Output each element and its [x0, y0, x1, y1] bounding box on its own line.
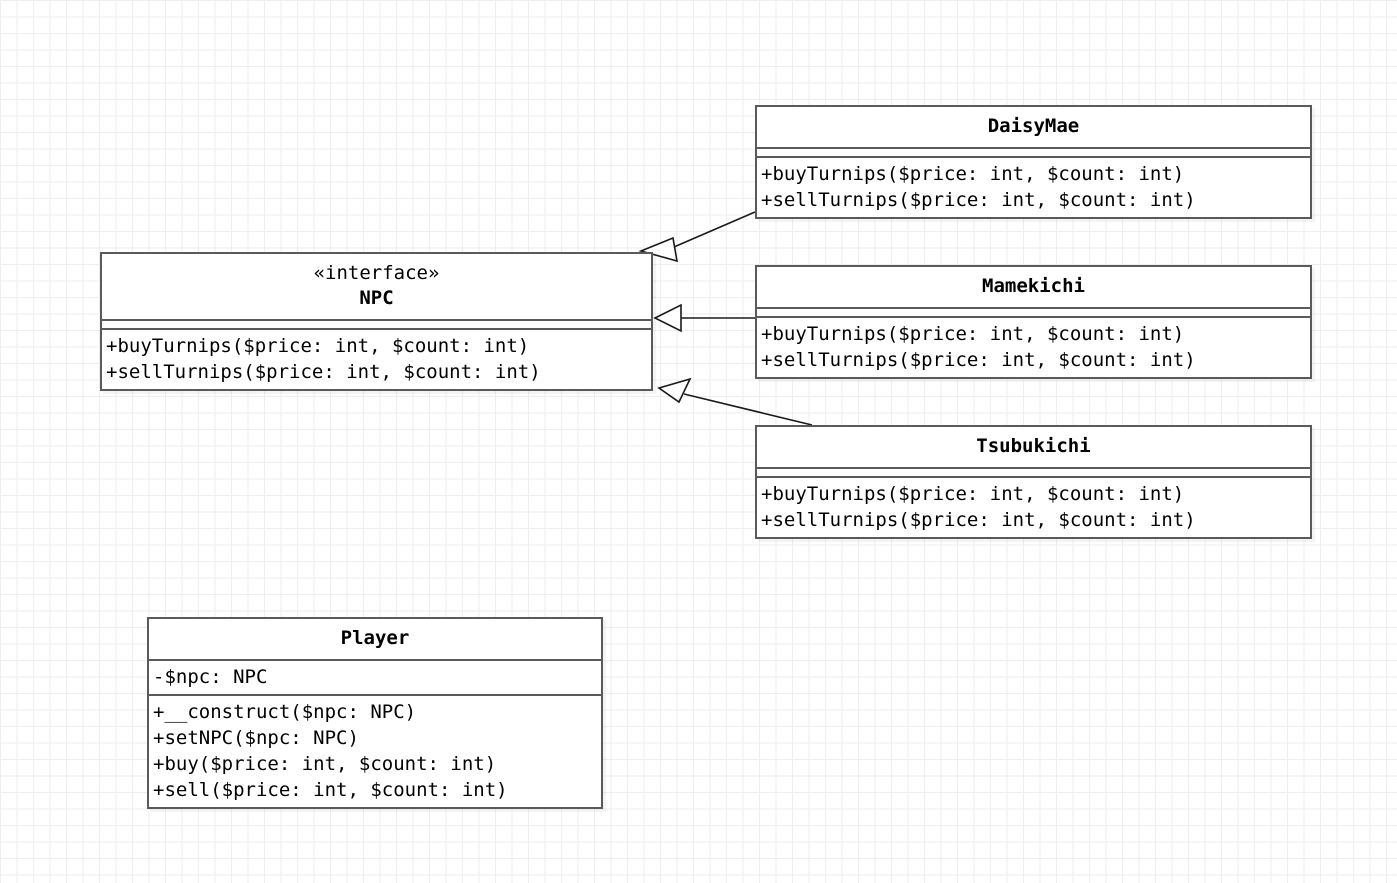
hollow-triangle-icon-mamekichi: [653, 303, 682, 333]
mamekichi-attributes-compartment: [757, 309, 1310, 316]
tsubukichi-divider-bottom: [757, 476, 1310, 478]
player-method-2: +buy($price: int, $count: int): [153, 753, 497, 775]
daisymae-divider-top: [757, 147, 1310, 149]
player-divider-top: [149, 659, 601, 661]
tsubukichi-method-0: +buyTurnips($price: int, $count: int): [761, 483, 1185, 505]
npc-class-name: NPC: [359, 287, 394, 309]
daisymae-methods-compartment: +buyTurnips($price: int, $count: int) +s…: [757, 158, 1310, 217]
mamekichi-divider-bottom: [757, 316, 1310, 318]
player-method-1: +setNPC($npc: NPC): [153, 727, 359, 749]
tsubukichi-divider-top: [757, 467, 1310, 469]
daisymae-divider-bottom: [757, 156, 1310, 158]
tsubukichi-class-name: Tsubukichi: [976, 435, 1091, 457]
realization-daisymae-to-npc: [638, 211, 756, 263]
tsubukichi-method-1: +sellTurnips($price: int, $count: int): [761, 509, 1196, 531]
player-method-3: +sell($price: int, $count: int): [153, 779, 508, 801]
player-methods-compartment: +__construct($npc: NPC) +setNPC($npc: NP…: [149, 696, 601, 807]
daisymae-method-0: +buyTurnips($price: int, $count: int): [761, 163, 1185, 185]
hollow-triangle-icon-tsubukichi: [657, 377, 692, 404]
player-attribute-0: -$npc: NPC: [153, 666, 268, 688]
player-divider-bottom: [149, 694, 601, 696]
daisymae-name-compartment: DaisyMae: [757, 107, 1310, 147]
player-method-0: +__construct($npc: NPC): [153, 701, 417, 723]
mamekichi-divider-top: [757, 307, 1310, 309]
npc-divider-top: [102, 319, 651, 321]
realization-tsubukichi-to-npc: [657, 377, 813, 426]
uml-class-npc[interactable]: «interface» NPC +buyTurnips($price: int,…: [100, 252, 653, 391]
npc-divider-bottom: [102, 328, 651, 330]
npc-stereotype: «interface»: [313, 262, 440, 284]
npc-name-compartment: «interface» NPC: [102, 254, 651, 319]
npc-methods-compartment: +buyTurnips($price: int, $count: int) +s…: [102, 330, 651, 389]
mamekichi-method-1: +sellTurnips($price: int, $count: int): [761, 349, 1196, 371]
realization-line-daisymae: [666, 211, 756, 251]
player-class-name: Player: [340, 627, 410, 649]
tsubukichi-attributes-compartment: [757, 469, 1310, 476]
tsubukichi-methods-compartment: +buyTurnips($price: int, $count: int) +s…: [757, 478, 1310, 537]
tsubukichi-name-compartment: Tsubukichi: [757, 427, 1310, 467]
mamekichi-class-name: Mamekichi: [982, 275, 1085, 297]
npc-method-0: +buyTurnips($price: int, $count: int): [106, 335, 530, 357]
uml-class-mamekichi[interactable]: Mamekichi +buyTurnips($price: int, $coun…: [755, 265, 1312, 379]
daisymae-method-1: +sellTurnips($price: int, $count: int): [761, 189, 1196, 211]
mamekichi-name-compartment: Mamekichi: [757, 267, 1310, 307]
realization-mamekichi-to-npc: [653, 303, 755, 333]
player-attributes-compartment: -$npc: NPC: [149, 661, 601, 694]
daisymae-class-name: DaisyMae: [987, 115, 1080, 137]
player-name-compartment: Player: [149, 619, 601, 659]
npc-method-1: +sellTurnips($price: int, $count: int): [106, 361, 541, 383]
uml-class-daisymae[interactable]: DaisyMae +buyTurnips($price: int, $count…: [755, 105, 1312, 219]
daisymae-attributes-compartment: [757, 149, 1310, 156]
npc-attributes-compartment: [102, 321, 651, 328]
mamekichi-method-0: +buyTurnips($price: int, $count: int): [761, 323, 1185, 345]
mamekichi-methods-compartment: +buyTurnips($price: int, $count: int) +s…: [757, 318, 1310, 377]
realization-line-tsubukichi: [683, 393, 813, 426]
uml-class-tsubukichi[interactable]: Tsubukichi +buyTurnips($price: int, $cou…: [755, 425, 1312, 539]
uml-class-player[interactable]: Player -$npc: NPC +__construct($npc: NPC…: [147, 617, 603, 809]
